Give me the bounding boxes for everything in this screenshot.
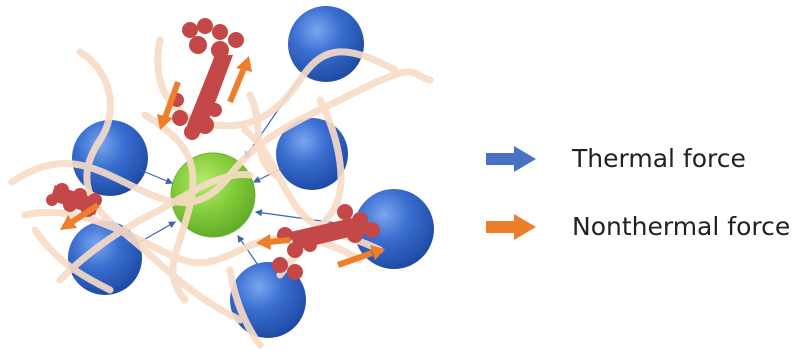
legend-thermal-label: Thermal force xyxy=(572,144,746,173)
crowder-particle xyxy=(288,6,364,82)
crowder-particle xyxy=(276,118,348,190)
legend-nonthermal-label: Nonthermal force xyxy=(572,212,791,241)
crowder-particle xyxy=(72,120,148,196)
polymer-strand xyxy=(154,36,399,130)
nonthermal-arrow xyxy=(227,56,252,104)
nonthermal-arrow xyxy=(256,234,291,250)
polymer-strand xyxy=(56,170,254,284)
polymer-strand xyxy=(31,226,114,294)
legend-thermal: Thermal force xyxy=(486,144,746,173)
motor-right xyxy=(272,204,380,280)
thermal-line xyxy=(139,169,174,185)
legend-nonthermal: Nonthermal force xyxy=(486,212,790,241)
polymer-strand xyxy=(226,266,264,349)
thermal-arrow-icon xyxy=(486,145,536,172)
nonthermal-arrow xyxy=(337,245,385,268)
polymer-strand xyxy=(141,111,197,304)
polymer-strand xyxy=(76,48,244,324)
nonthermal-arrow xyxy=(60,202,100,230)
crowder-particle xyxy=(230,262,306,338)
molecular-motors xyxy=(46,18,380,280)
motor-top xyxy=(170,18,244,140)
nonthermal-arrow-icon xyxy=(486,213,536,240)
polymer-strand xyxy=(246,91,279,179)
nonthermal-force-arrows xyxy=(60,56,385,268)
thermal-line xyxy=(237,235,259,266)
polymer-strand xyxy=(8,68,434,206)
nonthermal-arrow xyxy=(157,80,181,130)
motor-left xyxy=(46,183,102,217)
